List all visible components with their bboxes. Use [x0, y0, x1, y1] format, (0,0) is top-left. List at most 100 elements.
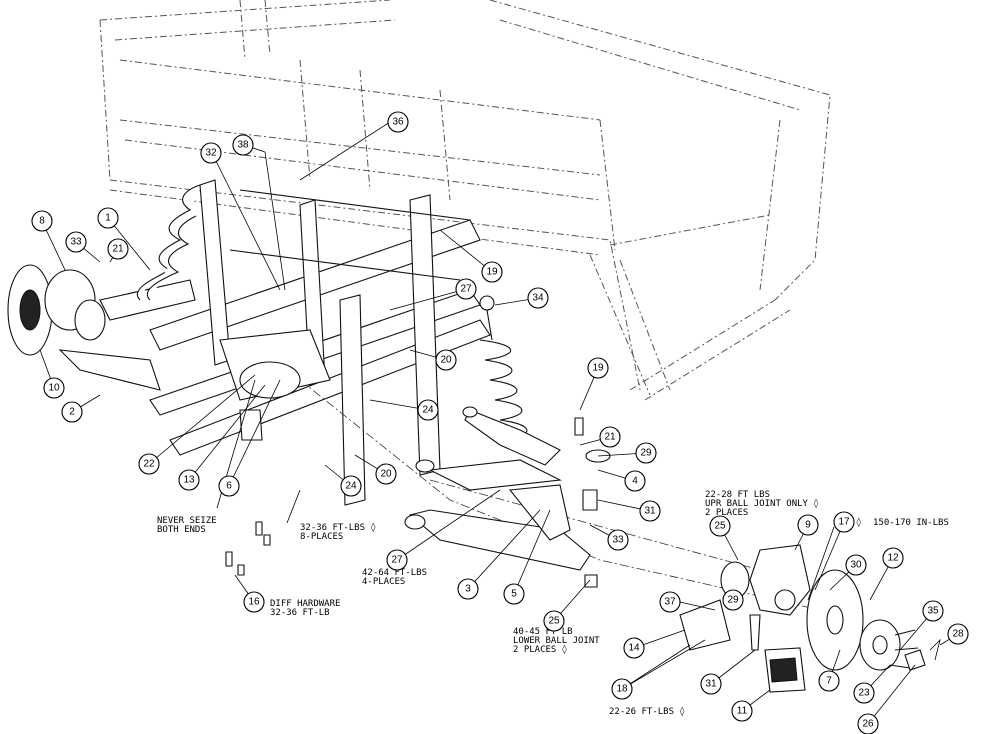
svg-text:23: 23 — [858, 688, 870, 699]
wheel-hub — [859, 619, 919, 671]
callout-balloon: 36 — [387, 111, 409, 133]
frame-phantom — [99, 0, 831, 401]
torque-notes: NEVER SEIZE BOTH ENDS 32-36 FT-LBS ◊ 8-P… — [157, 490, 949, 717]
svg-text:9: 9 — [805, 520, 811, 531]
callout-balloon: 30 — [845, 554, 867, 576]
note-lower-bj-1: 40-45 FT LB — [513, 627, 573, 637]
callout-balloon: 34 — [527, 287, 549, 309]
svg-text:2: 2 — [69, 407, 75, 418]
callout-balloon: 25 — [709, 515, 731, 537]
callout-balloon: 29 — [722, 589, 744, 611]
upper-control-arm — [462, 406, 561, 466]
callout-balloon: 37 — [659, 591, 681, 613]
svg-text:16: 16 — [248, 597, 260, 608]
callout-balloon: 11 — [731, 700, 753, 722]
callout-balloon: 18 — [611, 678, 633, 700]
callout-balloon: 16 — [243, 591, 265, 613]
brake-rotor — [806, 569, 864, 671]
knuckle — [720, 544, 811, 651]
svg-text:6: 6 — [226, 481, 232, 492]
svg-text:27: 27 — [460, 284, 472, 295]
svg-text:21: 21 — [112, 244, 124, 255]
svg-text:25: 25 — [548, 616, 560, 627]
svg-text:19: 19 — [592, 363, 604, 374]
svg-text:7: 7 — [826, 676, 832, 687]
callout-balloon: 17 — [833, 511, 855, 533]
svg-text:38: 38 — [237, 140, 249, 151]
svg-text:24: 24 — [345, 481, 357, 492]
differential — [219, 329, 331, 441]
note-diff-hw-1: DIFF HARDWARE — [270, 599, 340, 609]
callout-balloon: 32 — [200, 142, 222, 164]
svg-text:19: 19 — [486, 267, 498, 278]
callout-balloon: 3 — [457, 578, 479, 600]
svg-text:34: 34 — [532, 293, 544, 304]
callout-balloon: 38 — [232, 134, 254, 156]
svg-text:37: 37 — [664, 597, 676, 608]
svg-text:14: 14 — [628, 643, 640, 654]
note-upper-bj-3: 2 PLACES — [705, 508, 748, 518]
svg-text:28: 28 — [952, 629, 964, 640]
caliper — [764, 647, 806, 693]
note-never-seize-2: BOTH ENDS — [157, 525, 206, 535]
callout-balloon: 21 — [599, 426, 621, 448]
left-coil-spring — [137, 184, 201, 301]
note-32-36-2: 8-PLACES — [300, 532, 343, 542]
svg-text:32: 32 — [205, 148, 217, 159]
svg-text:1: 1 — [105, 213, 111, 224]
callout-balloon: 20 — [375, 463, 397, 485]
caliper-bracket — [679, 599, 731, 651]
svg-text:31: 31 — [644, 506, 656, 517]
callout-balloon: 5 — [503, 583, 525, 605]
callout-balloon: 28 — [947, 623, 969, 645]
note-lower-bj-2: LOWER BALL JOINT — [513, 636, 600, 646]
svg-text:27: 27 — [391, 555, 403, 566]
note-upper-bj-2: UPR BALL JOINT ONLY ◊ — [705, 498, 819, 509]
svg-text:11: 11 — [737, 706, 748, 717]
callout-balloon: 8 — [31, 210, 53, 232]
callout-balloon: 31 — [700, 673, 722, 695]
svg-text:35: 35 — [927, 606, 939, 617]
svg-text:33: 33 — [612, 535, 624, 546]
svg-text:29: 29 — [640, 448, 652, 459]
svg-text:4: 4 — [632, 476, 638, 487]
note-in-lbs: 150-170 IN-LBS — [873, 518, 949, 528]
svg-text:10: 10 — [48, 383, 60, 394]
callout-balloon: 10 — [43, 377, 65, 399]
callout-balloon: 33 — [65, 231, 87, 253]
callout-balloon: 27 — [455, 278, 477, 300]
svg-text:31: 31 — [705, 679, 717, 690]
callout-balloon: 21 — [107, 238, 129, 260]
callout-balloon: 13 — [178, 469, 200, 491]
callout-balloon: 26 — [857, 713, 879, 734]
callout-balloon: 23 — [853, 682, 875, 704]
svg-text:33: 33 — [70, 237, 82, 248]
callout-balloon: 9 — [797, 514, 819, 536]
callout-balloon: 31 — [639, 500, 661, 522]
callout-balloon: 22 — [138, 453, 160, 475]
note-17-diamond: ◊ — [856, 517, 861, 528]
callout-balloon: 19 — [481, 261, 503, 283]
svg-text:20: 20 — [440, 355, 452, 366]
callout-balloon: 2 — [61, 401, 83, 423]
svg-text:26: 26 — [862, 719, 874, 730]
callout-balloon: 7 — [818, 670, 840, 692]
svg-text:18: 18 — [616, 684, 628, 695]
svg-text:36: 36 — [392, 117, 404, 128]
callouts: 36 32 38 8 1 33 21 19 27 34 20 19 10 2 2… — [31, 111, 969, 734]
callout-balloon: 12 — [882, 547, 904, 569]
note-diff-hw-2: 32-36 FT-LB — [270, 608, 330, 618]
callout-balloon: 1 — [97, 207, 119, 229]
svg-text:17: 17 — [838, 517, 850, 528]
callout-balloon: 25 — [543, 610, 565, 632]
svg-text:22: 22 — [143, 459, 155, 470]
svg-text:24: 24 — [422, 405, 434, 416]
svg-text:8: 8 — [39, 216, 45, 227]
callout-balloon: 19 — [587, 357, 609, 379]
callout-balloon: 6 — [218, 475, 240, 497]
lower-control-arm — [404, 459, 591, 571]
left-hub-assembly — [7, 264, 196, 391]
callout-balloon: 35 — [922, 600, 944, 622]
